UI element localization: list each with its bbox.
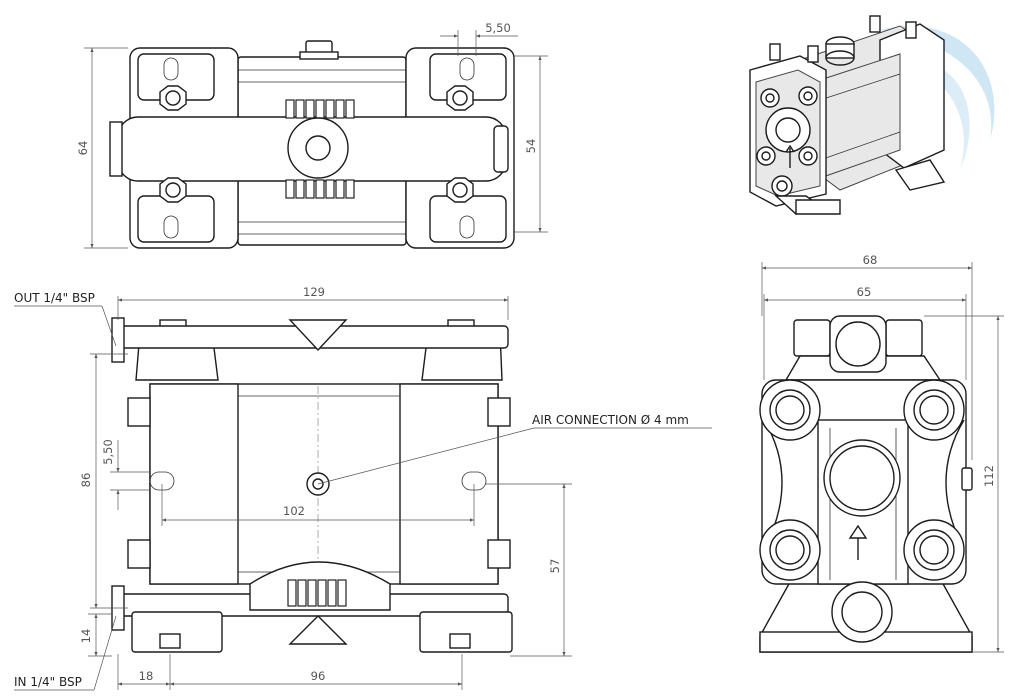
dim-side-65: 65 bbox=[857, 285, 872, 299]
dim-top-54: 54 bbox=[524, 139, 538, 154]
dim-front-550: 5,50 bbox=[101, 439, 115, 465]
dim-top-64: 64 bbox=[76, 141, 90, 156]
dim-front-57: 57 bbox=[548, 559, 562, 574]
dim-front-102: 102 bbox=[283, 504, 305, 518]
isometric-view bbox=[749, 15, 995, 215]
dim-side-112: 112 bbox=[982, 465, 996, 487]
top-view: 64 54 5,50 bbox=[76, 21, 548, 249]
air-connection-label: AIR CONNECTION Ø 4 mm bbox=[532, 413, 689, 427]
side-view: 68 65 112 bbox=[759, 253, 1004, 653]
dim-top-550: 5,50 bbox=[485, 21, 511, 35]
dim-front-18: 18 bbox=[139, 669, 154, 683]
dim-front-14: 14 bbox=[79, 629, 93, 644]
dim-front-86: 86 bbox=[79, 473, 93, 488]
front-view: AIR CONNECTION Ø 4 mm OUT 1/4" BSP IN 1/… bbox=[14, 285, 712, 691]
dim-front-96: 96 bbox=[311, 669, 326, 683]
inlet-label: IN 1/4" BSP bbox=[14, 675, 82, 689]
dim-side-68: 68 bbox=[863, 253, 878, 267]
dim-front-129: 129 bbox=[303, 285, 325, 299]
outlet-label: OUT 1/4" BSP bbox=[14, 291, 95, 305]
